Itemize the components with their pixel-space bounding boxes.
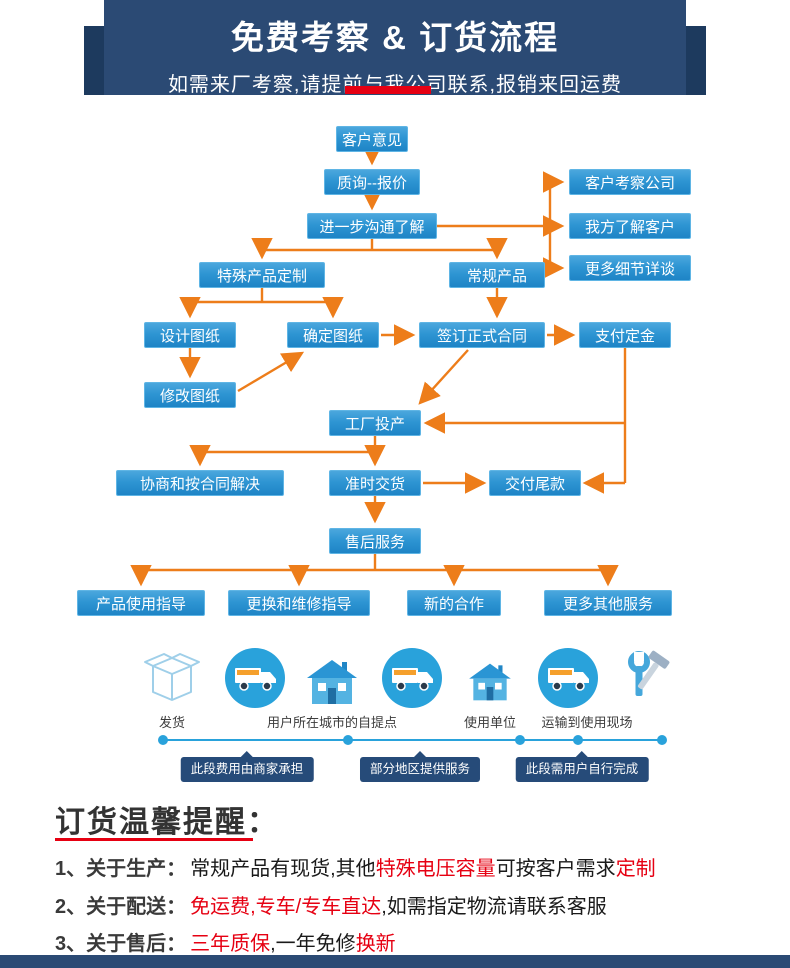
notice-text: ,如需指定物流请联系客服 [381,896,607,918]
step-label-user-unit: 使用单位 [463,715,517,730]
notice-text-red: 免运费,专车/专车直达 [190,896,382,918]
flow-node-inquiry-quote: 质询--报价 [324,169,420,195]
step-label-pickup-point: 用户所在城市的自提点 [266,715,398,730]
timeline [163,739,662,741]
flow-node-design-drawing: 设计图纸 [144,322,236,348]
notice-production-label: 1、关于生产： [55,858,187,880]
package-icon [144,653,200,701]
notice-text-red: 定制 [615,858,656,880]
flow-node-special-product-custom: 特殊产品定制 [199,262,325,288]
notice-text: ,一年免修 [270,933,356,955]
notice-delivery: 2、关于配送：免运费,专车/专车直达,如需指定物流请联系客服 [55,890,607,919]
truck-icon [382,648,442,708]
timeline-tag-partial-regions: 部分地区提供服务 [359,751,481,782]
notice-production: 1、关于生产：常规产品有现货,其他特殊电压容量可按客户需求定制 [55,852,656,881]
timeline-dot [657,735,667,745]
step-label-ship: 发货 [158,715,186,730]
flow-node-sign-contract: 签订正式合同 [419,322,545,348]
flow-node-we-understand-customer: 我方了解客户 [569,213,691,239]
notice-after-sales-label: 3、关于售后： [55,933,187,955]
flow-node-on-time-delivery: 准时交货 [329,470,421,496]
reminder-title: 订货温馨提醒： [55,806,279,839]
timeline-dot [158,735,168,745]
arrow-connectors [141,182,627,572]
flow-node-further-communication: 进一步沟通了解 [307,213,437,239]
footer-bar [0,955,790,968]
truck-icon [225,648,285,708]
tools-icon [628,650,670,696]
flow-node-customer-visit-company: 客户考察公司 [569,169,691,195]
page-title: 免费考察 & 订货流程 [230,19,560,56]
flow-node-factory-production: 工厂投产 [329,410,421,436]
flow-node-modify-drawing: 修改图纸 [144,382,236,408]
notice-after-sales: 3、关于售后：三年质保,一年免修换新 [55,927,396,956]
flow-node-customer-feedback: 客户意见 [336,126,408,152]
notice-text-red: 特殊电压容量 [375,858,496,880]
notice-text: 常规产品有现货,其他 [190,858,376,880]
step-label-transport-site: 运输到使用现场 [541,715,633,730]
truck-icon [538,648,598,708]
page-subtitle: 如需来厂考察,请提前与我公司联系,报销来回运费 [167,74,623,96]
timeline-tag-user-completes: 此段需用户自行完成 [515,751,649,782]
notice-text-red: 换新 [355,933,396,955]
flow-node-more-details-discussion: 更多细节详谈 [569,255,691,281]
timeline-dot [573,735,583,745]
flow-node-pay-deposit: 支付定金 [579,322,671,348]
red-accent-bar [345,86,431,94]
flow-node-regular-product: 常规产品 [449,262,545,288]
house-icon [307,660,357,704]
notice-delivery-label: 2、关于配送： [55,896,187,918]
banner: 免费考察 & 订货流程 如需来厂考察,请提前与我公司联系,报销来回运费 [104,0,686,96]
notice-text-red: 三年质保 [190,933,271,955]
timeline-tag-merchant-covers: 此段费用由商家承担 [180,751,314,782]
flow-node-negotiate-by-contract: 协商和按合同解决 [116,470,284,496]
notice-text: 可按客户需求 [495,858,616,880]
flow-node-new-cooperation: 新的合作 [407,590,501,616]
timeline-dot [343,735,353,745]
reminder-underline [55,838,253,841]
flow-node-product-usage-guidance: 产品使用指导 [77,590,205,616]
flow-node-replace-repair-guidance: 更换和维修指导 [228,590,370,616]
flow-node-confirm-drawing: 确定图纸 [287,322,379,348]
timeline-dot [515,735,525,745]
flow-node-after-sales-service: 售后服务 [329,528,421,554]
house-icon [469,663,511,701]
flow-node-pay-balance: 交付尾款 [489,470,581,496]
flow-node-more-other-services: 更多其他服务 [544,590,672,616]
